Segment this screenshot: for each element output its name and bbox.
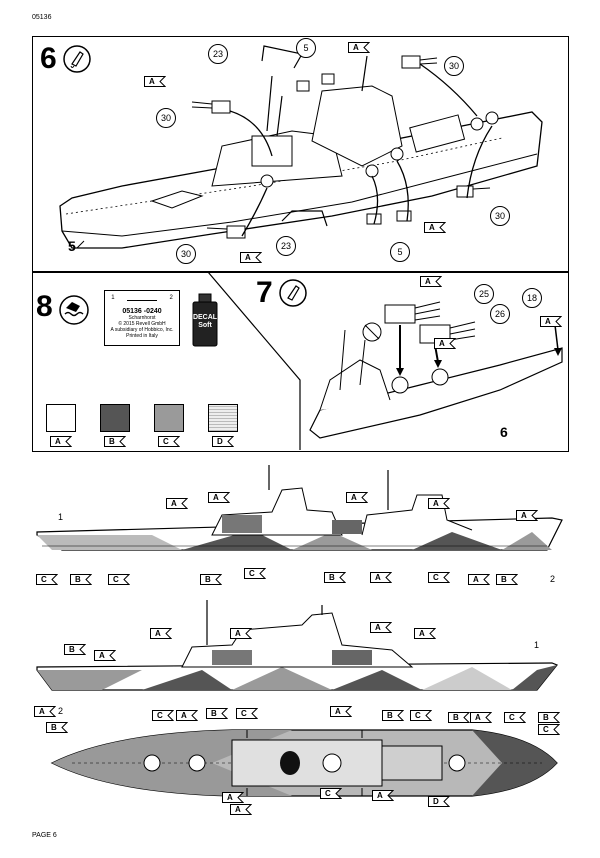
color-flag: A: [230, 628, 252, 639]
decal-card-line5: Printed in Italy: [126, 333, 158, 339]
color-flag: A: [372, 790, 394, 801]
swatch-a: [46, 404, 76, 432]
glue-icon: [62, 44, 92, 79]
color-flag: A: [150, 628, 172, 639]
step-7-number: 7: [256, 276, 273, 309]
profile-bottom-number-1: 1: [534, 640, 540, 650]
color-flag: A: [540, 316, 562, 327]
decal-card-line2: Scharnhorst: [128, 315, 156, 321]
color-flag: B: [200, 574, 222, 585]
color-flag: A: [370, 572, 392, 583]
glue-icon: [278, 278, 308, 313]
color-flag: B: [206, 708, 228, 719]
color-flag: A: [428, 498, 450, 509]
decal-card-line3: © 2015 Revell GmbH: [118, 321, 166, 327]
color-flag: B: [324, 572, 346, 583]
ship-profile-port: [36, 600, 558, 691]
ship-profile-starboard: [36, 465, 563, 551]
swatch-label-d: D: [212, 436, 234, 447]
callout-5-bottom: 5: [390, 242, 410, 262]
swatch-label-c: C: [158, 436, 180, 447]
color-flag: C: [320, 788, 342, 799]
callout-30-left: 30: [156, 108, 176, 128]
color-flag: A: [420, 276, 442, 287]
swatch-c: [154, 404, 184, 432]
callout-23-bottom: 23: [276, 236, 296, 256]
swatch-b: [100, 404, 130, 432]
color-flag: A: [230, 804, 252, 815]
color-flag: A: [424, 222, 446, 233]
decal-water-icon: [58, 294, 90, 331]
callout-5-top: 5: [296, 38, 316, 58]
color-flag: A: [414, 628, 436, 639]
color-flag: A: [176, 710, 198, 721]
callout-30-bottom: 30: [176, 244, 196, 264]
color-flag: B: [70, 574, 92, 585]
color-flag: A: [516, 510, 538, 521]
callout-30-right-bottom: 30: [490, 206, 510, 226]
callout-25: 25: [474, 284, 494, 304]
decal-soft-bottle: DECAL Soft: [190, 292, 220, 348]
hull-part-6: 6: [500, 424, 508, 440]
callout-30-right-top: 30: [444, 56, 464, 76]
color-flag: C: [504, 712, 526, 723]
step-8-number: 8: [36, 290, 53, 323]
decal-card-line1: 05136 -0240: [122, 308, 162, 315]
decal-soft-line1: DECAL: [192, 314, 218, 321]
decal-sheet-card: 1 2 05136 -0240 Scharnhorst © 2015 Revel…: [104, 290, 180, 346]
decal-card-line4: A subsidiary of Hobbico, Inc.: [110, 327, 174, 333]
color-flag: C: [36, 574, 58, 585]
hull-part-5: 5: [68, 238, 76, 254]
color-flag: C: [410, 710, 432, 721]
profile-top-number-1: 1: [58, 512, 64, 522]
profile-bottom-number-2: 2: [58, 706, 64, 716]
color-flag: D: [428, 796, 450, 807]
color-flag: A: [468, 574, 490, 585]
profile-top-number-2: 2: [550, 574, 556, 584]
color-flag: C: [108, 574, 130, 585]
color-flag: A: [144, 76, 166, 87]
step-7-ship-drawing: [309, 301, 563, 439]
color-flag: A: [222, 792, 244, 803]
color-flag: C: [244, 568, 266, 579]
color-flag: A: [240, 252, 262, 263]
ship-deck-view: [50, 729, 558, 797]
color-flag: A: [34, 706, 56, 717]
color-flag: A: [330, 706, 352, 717]
color-flag: B: [448, 712, 470, 723]
color-flag: A: [94, 650, 116, 661]
decal-number-2: 2: [169, 295, 173, 301]
callout-23-top: 23: [208, 44, 228, 64]
color-flag: B: [382, 710, 404, 721]
color-flag: B: [46, 722, 68, 733]
color-flag: A: [348, 42, 370, 53]
color-flag: A: [434, 338, 456, 349]
page-number: PAGE 6: [32, 832, 57, 839]
color-flag: B: [64, 644, 86, 655]
color-flag: C: [428, 572, 450, 583]
decal-soft-line2: Soft: [198, 322, 212, 329]
color-flag: A: [166, 498, 188, 509]
color-flag: B: [496, 574, 518, 585]
step-6-ship-drawing: [59, 45, 543, 249]
color-flag: C: [538, 724, 560, 735]
color-flag: A: [346, 492, 368, 503]
color-flag: A: [470, 712, 492, 723]
color-flag: B: [538, 712, 560, 723]
swatch-label-b: B: [104, 436, 126, 447]
step-6-panel: [32, 36, 569, 272]
swatch-label-a: A: [50, 436, 72, 447]
color-flag: A: [208, 492, 230, 503]
step-7-8-panel: [32, 272, 569, 452]
step-6-number: 6: [40, 42, 57, 75]
decal-number-1: 1: [111, 295, 115, 301]
callout-26: 26: [490, 304, 510, 324]
color-flag: C: [152, 710, 174, 721]
color-flag: C: [236, 708, 258, 719]
callout-18: 18: [522, 288, 542, 308]
color-flag: A: [370, 622, 392, 633]
step-7-divider: [207, 272, 301, 450]
swatch-d: [208, 404, 238, 432]
kit-code: 05136: [32, 14, 52, 21]
